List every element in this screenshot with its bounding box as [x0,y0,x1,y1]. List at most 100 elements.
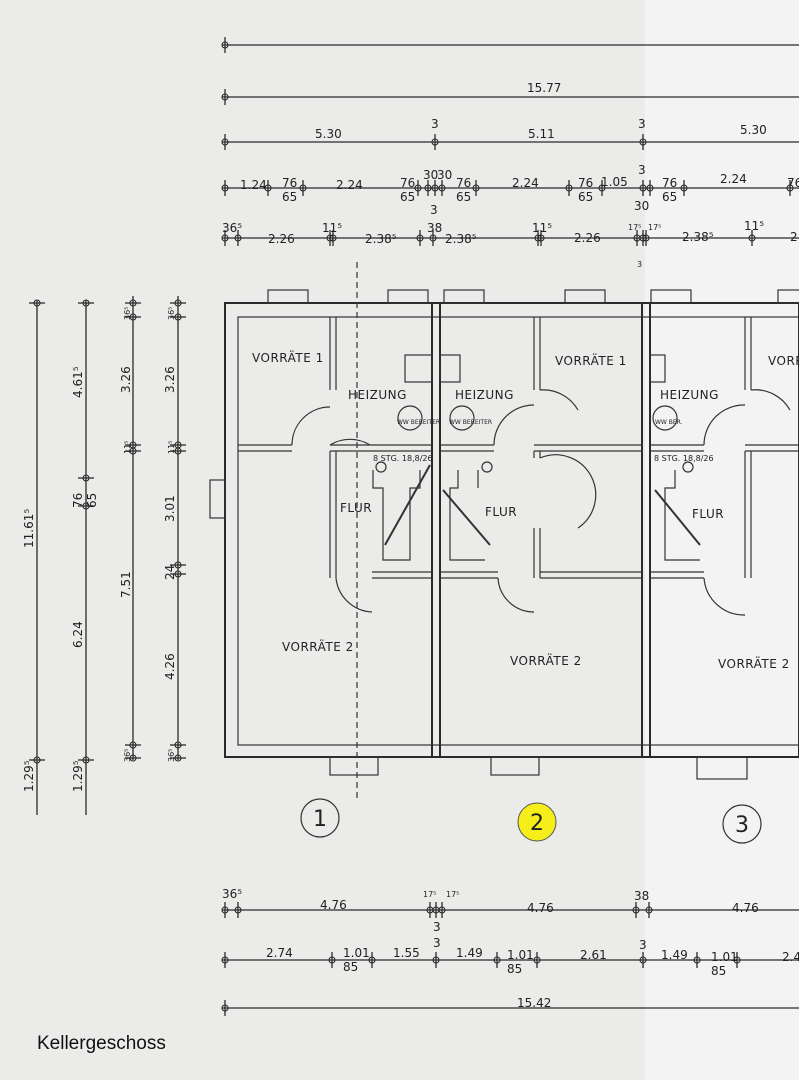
unit-number: 3 [735,813,749,838]
dim-label: 3 [433,920,441,934]
dim-label: 76 [71,493,85,508]
plan-caption: Kellergeschoss [37,1033,166,1054]
dim-label: 2.38⁵ [682,230,714,244]
svg-text:WW BEREITER: WW BEREITER [449,419,492,426]
dim-label: 1.01 [343,946,370,960]
dim-label: 3 [433,936,441,950]
dimension-node [33,299,41,307]
dim-label: 4.76 [732,901,759,915]
dim-label: 3.26 [163,366,177,393]
dim-label: 1.01 [507,948,534,962]
unit-number: 1 [313,807,327,832]
dimension-node [639,956,647,964]
room-label-vorraete1: VORRÄTE 1 [252,350,324,365]
paper-fold [645,0,799,1080]
room-label-flur: FLUR [692,507,724,521]
dim-label: 6.24 [71,621,85,648]
dimension-node [33,756,41,764]
dim-label: 17⁵ [423,890,436,899]
dim-label: 76 [787,176,799,190]
stair-label: 8 STG. 18,8/26 [654,454,714,463]
dimension-node [733,956,741,964]
dimension-node [221,93,229,101]
dimension-node [533,956,541,964]
dim-label: 4.76 [527,901,554,915]
dim-label: 30 [423,168,438,182]
dimension-node [174,447,182,455]
dim-label: 38 [427,221,442,235]
dim-label: 36⁵ [123,307,132,320]
dim-label: 1.49 [456,946,483,960]
dimension-node [221,234,229,242]
dimension-node [493,956,501,964]
dim-label: 2.38⁵ [445,232,477,246]
dimension-node [565,184,573,192]
dim-label: 36⁵ [222,887,242,901]
dim-label: 17⁵ [628,223,641,232]
dim-label: 3.01 [163,495,177,522]
dimension-node [328,956,336,964]
dimension-node [174,754,182,762]
svg-text:WW BER.: WW BER. [655,419,683,426]
dimension-node [299,184,307,192]
dim-label: 4.26 [163,653,177,680]
dim-label: 36⁵ [167,307,176,320]
dim-label: 1.55 [393,946,420,960]
dimension-node [680,184,688,192]
room-label-flur: FLUR [485,505,517,519]
dimension-node [642,234,650,242]
dim-label: 1.24 [240,178,267,192]
dim-label: 15.42 [517,996,551,1010]
dim-label: 65 [85,493,99,508]
dim-label: 5.30 [315,127,342,141]
dim-label: 76 [662,176,677,190]
dimension-node [221,138,229,146]
top-dimension-labels: 15.77 5.30 3 5.11 3 5.30 1.24 76 65 2.24… [222,81,799,269]
dim-label: 3 [638,117,646,131]
dimension-node [174,299,182,307]
svg-text:WW BEREITER: WW BEREITER [397,419,440,426]
dimension-node [129,299,137,307]
dimension-node [264,184,272,192]
dim-label: 3.26 [119,366,133,393]
dimension-node [82,299,90,307]
dim-label: 24 [163,565,177,580]
door-swings [291,389,791,616]
dimension-node [431,184,439,192]
dim-label: 2.24 [336,178,363,192]
dimension-node [221,906,229,914]
dimension-node [472,184,480,192]
unit-number-circle [722,804,762,844]
dimension-node [429,234,437,242]
dim-label: 65 [578,190,593,204]
dim-label: 76 [578,176,593,190]
dimension-node [368,956,376,964]
room-labels: VORRÄTE 1 HEIZUNG FLUR VORRÄTE 2 VORRÄTE… [252,350,799,671]
room-label-flur: FLUR [340,501,372,515]
dim-label: 2.4 [782,950,799,964]
dimension-node [632,906,640,914]
dim-label: 1.29⁵ [22,760,36,792]
dim-label: 5.11 [528,127,555,141]
dim-label: 15.77 [527,81,561,95]
dim-label: 11⁵ [532,221,552,235]
dim-label: 1.01 [711,950,738,964]
dim-label: 36⁵ [222,221,242,235]
dimension-node [432,956,440,964]
dimension-node [693,956,701,964]
dim-label: 2.26 [574,231,601,245]
unit-number: 2 [530,811,544,836]
room-label-vorraete2: VORRÄTE 2 [282,639,354,654]
dim-label: 17⁵ [648,223,661,232]
dim-label: 38 [634,889,649,903]
unit-number-circle [300,798,340,838]
stairs [356,262,701,800]
dimension-node [129,447,137,455]
unit-number-highlight [517,802,557,842]
dim-label: 17⁵ [446,890,459,899]
dim-label: 85 [507,962,522,976]
water-heater-labels: WW BEREITER WW BEREITER WW BER. 8 STG. 1… [373,419,714,463]
dim-label: 85 [343,960,358,974]
dim-label: 3 [637,260,642,269]
dim-label: 11⁵ [322,221,342,235]
